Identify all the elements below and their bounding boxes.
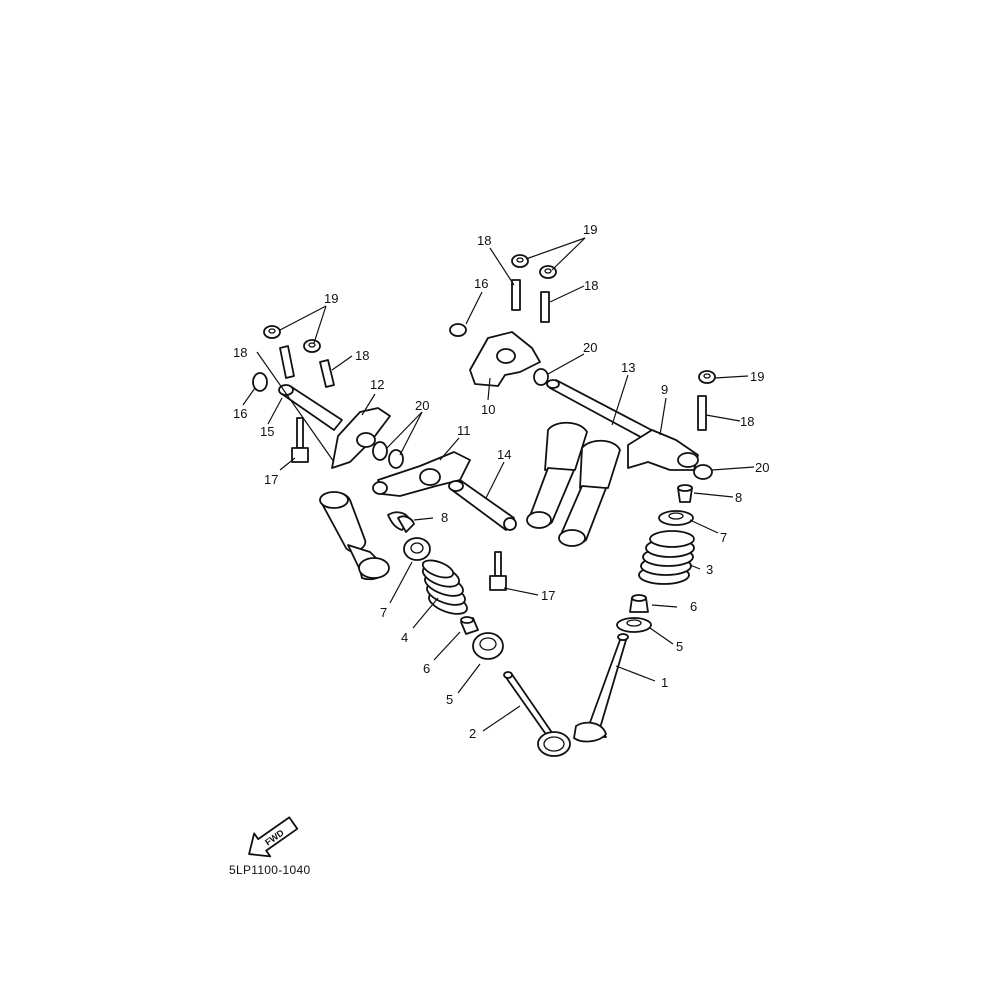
nut-part-19-c[interactable] — [511, 254, 529, 268]
stud-part-18-e[interactable] — [697, 395, 707, 431]
callout-6-right: 6 — [690, 599, 697, 614]
nut-part-19-e[interactable] — [698, 370, 716, 384]
callout-labels: 1 2 3 4 5 5 6 6 7 7 8 8 9 10 11 12 13 14… — [233, 222, 769, 741]
callout-18-c: 18 — [477, 233, 491, 248]
leader-lines — [242, 237, 755, 732]
stud-part-18-b[interactable] — [319, 359, 335, 388]
valve-part-1[interactable] — [573, 633, 629, 743]
tappet-left[interactable] — [319, 491, 390, 581]
callout-19-right: 19 — [750, 369, 764, 384]
callout-16-top: 16 — [474, 276, 488, 291]
stem-seal-part-6-right[interactable] — [629, 594, 649, 613]
callout-18-b: 18 — [355, 348, 369, 363]
tappet-right-a[interactable] — [526, 421, 588, 529]
callout-19-left: 19 — [324, 291, 338, 306]
callout-15: 15 — [260, 424, 274, 439]
callout-1: 1 — [661, 675, 668, 690]
washer-part-20-right[interactable] — [693, 464, 713, 480]
bolt-part-17-center[interactable] — [489, 551, 507, 591]
callout-12: 12 — [370, 377, 384, 392]
callout-18-a: 18 — [233, 345, 247, 360]
spring-seat-part-5-left[interactable] — [472, 632, 504, 660]
callout-17-left: 17 — [264, 472, 278, 487]
callout-8-left: 8 — [441, 510, 448, 525]
callout-9: 9 — [661, 382, 668, 397]
callout-18-e: 18 — [740, 414, 754, 429]
bolt-part-17-left[interactable] — [291, 417, 309, 463]
retainer-part-7-left[interactable] — [403, 537, 431, 561]
callout-19-top: 19 — [583, 222, 597, 237]
callout-14: 14 — [497, 447, 511, 462]
callout-10: 10 — [481, 402, 495, 417]
nut-part-19-b[interactable] — [303, 339, 321, 353]
callout-20-top: 20 — [583, 340, 597, 355]
stud-part-18-a[interactable] — [279, 345, 295, 379]
callout-13: 13 — [621, 360, 635, 375]
callout-7-left: 7 — [380, 605, 387, 620]
o-ring-part-16-left[interactable] — [252, 372, 268, 392]
rocker-arm-part-10[interactable] — [469, 331, 541, 387]
valve-cotter-part-8-left[interactable] — [387, 511, 415, 533]
stem-seal-part-6-left[interactable] — [460, 616, 479, 635]
o-ring-part-16-top[interactable] — [449, 323, 467, 337]
washer-part-20-left[interactable] — [372, 441, 404, 469]
callout-17-center: 17 — [541, 588, 555, 603]
stud-part-18-c[interactable] — [511, 279, 521, 311]
callout-20-right: 20 — [755, 460, 769, 475]
stud-part-18-d[interactable] — [540, 291, 550, 323]
nut-part-19-a[interactable] — [263, 325, 281, 339]
callout-20-left: 20 — [415, 398, 429, 413]
tappet-right-b[interactable] — [558, 439, 621, 547]
rocker-shaft-part-14[interactable] — [448, 479, 517, 531]
callout-8-right: 8 — [735, 490, 742, 505]
callout-6-left: 6 — [423, 661, 430, 676]
valve-spring-part-4[interactable] — [420, 557, 470, 618]
callout-5-right: 5 — [676, 639, 683, 654]
washer-part-20-top[interactable] — [533, 368, 549, 386]
valve-part-2[interactable] — [503, 671, 571, 757]
diagram-code: 5LP1100-1040 — [229, 863, 311, 877]
retainer-part-7-right[interactable] — [658, 510, 694, 526]
callout-11: 11 — [457, 423, 471, 438]
callout-3: 3 — [706, 562, 713, 577]
callout-16-left: 16 — [233, 406, 247, 421]
fwd-arrow-icon: FWD — [248, 816, 299, 858]
spring-seat-part-5-right[interactable] — [616, 617, 652, 633]
valve-cotter-part-8-right[interactable] — [677, 484, 693, 503]
nut-part-19-d[interactable] — [539, 265, 557, 279]
callout-2: 2 — [469, 726, 476, 741]
callout-18-d: 18 — [584, 278, 598, 293]
valve-spring-part-3[interactable] — [638, 530, 695, 585]
callout-5-left: 5 — [446, 692, 453, 707]
rocker-arm-part-12[interactable] — [331, 407, 391, 469]
callout-4: 4 — [401, 630, 408, 645]
callout-7-right: 7 — [720, 530, 727, 545]
rocker-shaft-part-15[interactable] — [278, 384, 343, 431]
